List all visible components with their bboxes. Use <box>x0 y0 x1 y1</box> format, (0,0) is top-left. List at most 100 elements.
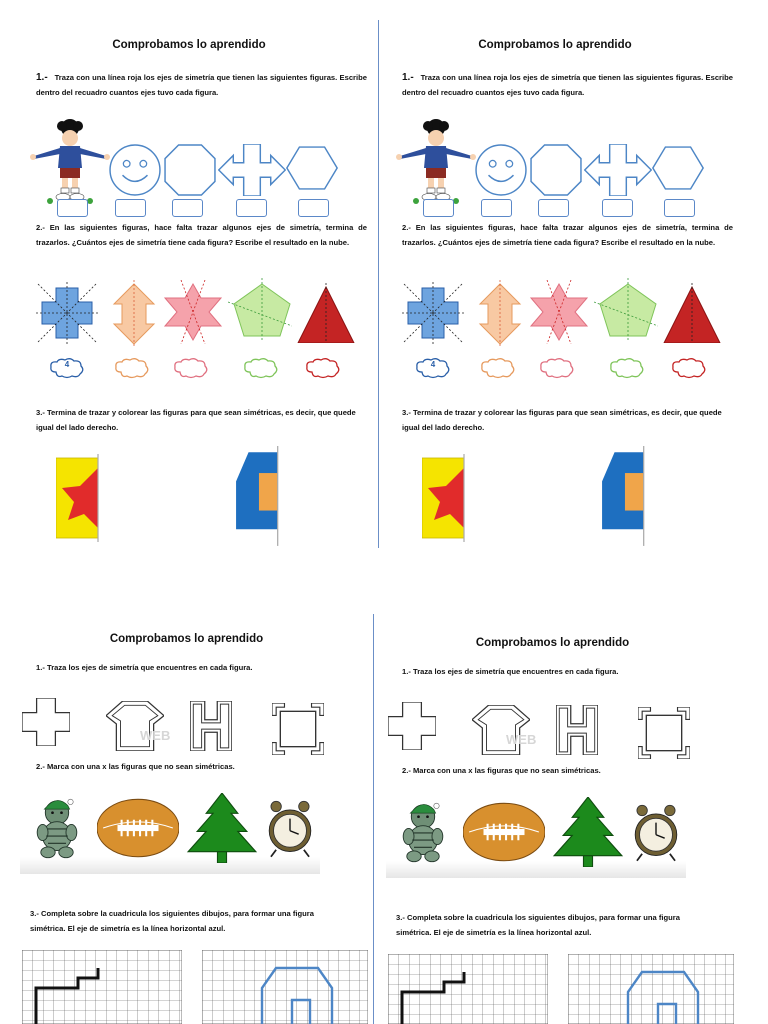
answer-box-2[interactable] <box>481 199 512 217</box>
green-pentagon-shape <box>594 278 658 342</box>
answer-box-1[interactable] <box>57 199 88 217</box>
question-1-text: 1.- Traza con una línea roja los ejes de… <box>402 72 733 97</box>
cloud-icon <box>481 358 515 379</box>
half-blue-shape-figure <box>236 446 279 547</box>
question-2-text: 2.- Marca con una x las figuras que no s… <box>36 762 235 771</box>
grid-figure-2[interactable] <box>568 954 734 1024</box>
answer-box-2[interactable] <box>115 199 146 217</box>
answer-box-1[interactable] <box>423 199 454 217</box>
pink-star-shape <box>164 280 222 344</box>
answer-cloud-2[interactable] <box>113 358 151 380</box>
answer-box-3[interactable] <box>172 199 203 217</box>
grid-figure-1[interactable] <box>388 954 548 1024</box>
blue-cross-shape <box>402 282 464 344</box>
square-corners-shape <box>638 707 690 759</box>
shirt-outline-shape <box>106 701 164 751</box>
half-star-figure <box>422 453 465 543</box>
smiley-face-shape <box>475 144 527 196</box>
worksheet-bottom-left: Comprobamos lo aprendido 1.- Traza los e… <box>0 600 373 1024</box>
half-star-figure <box>56 453 99 543</box>
pink-star-shape <box>530 280 588 344</box>
answer-cloud-1[interactable]: 4 <box>48 358 86 380</box>
answer-box-5[interactable] <box>664 199 695 217</box>
answer-box-4[interactable] <box>236 199 267 217</box>
answer-cloud-1[interactable]: 4 <box>414 358 452 380</box>
question-1-text: 1.- Traza con una línea roja los ejes de… <box>36 72 367 97</box>
sheet-divider-top <box>378 20 379 548</box>
sheet-divider-bottom <box>373 614 374 1024</box>
cloud-icon <box>244 358 278 379</box>
smiley-face-shape <box>109 144 161 196</box>
blue-cross-shape <box>36 282 98 344</box>
question-2-text: 2.- En las siguientes figuras, hace falt… <box>402 223 733 247</box>
h-outline-shape <box>556 705 598 755</box>
cross-outline-shape <box>22 698 70 746</box>
answer-cloud-4[interactable] <box>608 358 646 380</box>
octagon-shape <box>530 144 582 196</box>
question-1-number: 1.- <box>402 72 414 83</box>
football-picture[interactable] <box>97 797 179 859</box>
cloud-icon <box>306 358 340 379</box>
question-3-text: 3.- Termina de trazar y colorear las fig… <box>36 408 356 432</box>
pine-tree-picture[interactable] <box>552 797 624 867</box>
child-figure <box>30 118 110 205</box>
answer-cloud-2[interactable] <box>479 358 517 380</box>
pine-tree-picture[interactable] <box>186 793 258 863</box>
answer-cloud-5[interactable] <box>304 358 342 380</box>
child-figure <box>396 118 476 205</box>
answer-box-5[interactable] <box>298 199 329 217</box>
question-2-text: 2.- Marca con una x las figuras que no s… <box>402 766 601 775</box>
grid-figure-1[interactable] <box>22 950 182 1024</box>
alarm-clock-picture[interactable] <box>264 793 316 865</box>
cloud-icon <box>540 358 574 379</box>
octagon-shape <box>164 144 216 196</box>
cloud-icon <box>174 358 208 379</box>
worksheet-title: Comprobamos lo aprendido <box>112 39 266 51</box>
cloud-icon <box>672 358 706 379</box>
question-1-number: 1.- <box>36 72 48 83</box>
h-outline-shape <box>190 701 232 751</box>
worksheet-top-left: Comprobamos lo aprendido 1.- Traza con u… <box>0 0 378 560</box>
question-3-text: 3.- Completa sobre la cuadricula los sig… <box>396 913 680 937</box>
worksheet-top-right: Comprobamos lo aprendido 1.- Traza con u… <box>366 0 744 560</box>
question-2-text: 2.- En las siguientes figuras, hace falt… <box>36 223 367 247</box>
arrow-cross-shape <box>218 144 286 196</box>
green-pentagon-shape <box>228 278 292 342</box>
peach-arrow-shape <box>479 279 521 349</box>
shirt-outline-shape <box>472 705 530 755</box>
question-3-text: 3.- Termina de trazar y colorear las fig… <box>402 408 722 432</box>
football-picture[interactable] <box>463 801 545 863</box>
cloud-answer-value: 4 <box>430 360 436 369</box>
alarm-clock-picture[interactable] <box>630 797 682 869</box>
hexagon-shape <box>286 146 338 190</box>
red-triangle-shape <box>297 283 355 343</box>
hexagon-shape <box>652 146 704 190</box>
arrow-cross-shape <box>584 144 652 196</box>
answer-box-4[interactable] <box>602 199 633 217</box>
answer-cloud-5[interactable] <box>670 358 708 380</box>
cloud-icon <box>115 358 149 379</box>
worksheet-title: Comprobamos lo aprendido <box>478 39 632 51</box>
cross-outline-shape <box>388 702 436 750</box>
watermark-text: WEB <box>506 732 537 747</box>
square-corners-shape <box>272 703 324 755</box>
question-1-text: 1.- Traza los ejes de simetría que encue… <box>402 667 619 676</box>
worksheet-title: Comprobamos lo aprendido <box>475 637 630 649</box>
answer-box-3[interactable] <box>538 199 569 217</box>
question-1-text: 1.- Traza los ejes de simetría que encue… <box>36 663 253 672</box>
teddy-bear-picture[interactable] <box>396 797 450 867</box>
question-3-text: 3.- Completa sobre la cuadricula los sig… <box>30 909 314 933</box>
answer-cloud-3[interactable] <box>172 358 210 380</box>
red-triangle-shape <box>663 283 721 343</box>
answer-cloud-3[interactable] <box>538 358 576 380</box>
cloud-answer-value: 4 <box>64 360 70 369</box>
peach-arrow-shape <box>113 279 155 349</box>
worksheet-title: Comprobamos lo aprendido <box>109 633 264 645</box>
grid-figure-2[interactable] <box>202 950 368 1024</box>
cloud-icon <box>610 358 644 379</box>
watermark-text: WEB <box>140 728 171 743</box>
answer-cloud-4[interactable] <box>242 358 280 380</box>
worksheet-bottom-right: Comprobamos lo aprendido 1.- Traza los e… <box>366 604 739 1024</box>
half-blue-shape-figure <box>602 446 645 547</box>
teddy-bear-picture[interactable] <box>30 793 84 863</box>
